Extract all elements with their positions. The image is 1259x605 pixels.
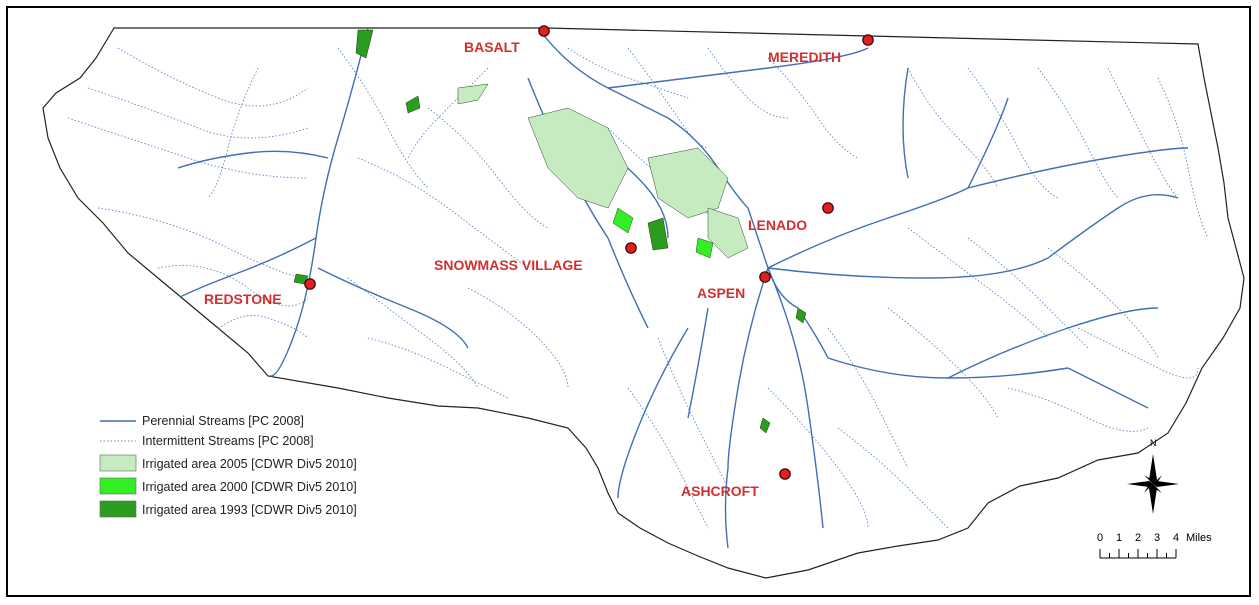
town-lenado[interactable]: LENADO (748, 202, 834, 233)
county-boundary (42, 27, 1245, 579)
irrigated-area-2005 (457, 83, 749, 259)
town-label: SNOWMASS VILLAGE (434, 257, 583, 273)
scale-bar: 0 1 2 3 4 Miles (1097, 532, 1212, 559)
town-aspen[interactable]: ASPEN (697, 271, 771, 301)
scale-unit-label: Miles (1186, 532, 1212, 544)
irrigated-2005-swatch (99, 454, 137, 472)
legend: Perennial Streams [PC 2008] Intermittent… (99, 414, 357, 518)
irrigated-area-2000 (612, 207, 714, 259)
legend-label: Irrigated area 2005 [CDWR Div5 2010] (142, 457, 357, 471)
legend-label: Irrigated area 2000 [CDWR Div5 2010] (142, 480, 357, 494)
town-meredith[interactable]: MEREDITH (768, 34, 874, 65)
town-marker (862, 34, 874, 46)
town-label: REDSTONE (204, 291, 282, 307)
town-marker (779, 468, 791, 480)
north-label: N (1150, 438, 1157, 448)
irrigated-1993-swatch (99, 500, 137, 518)
scale-tick-label: 2 (1135, 532, 1141, 544)
legend-label: Intermittent Streams [PC 2008] (142, 434, 314, 448)
intermittent-streams (67, 47, 1209, 529)
west-arrow-shape (1127, 481, 1153, 487)
south-arrow-shape (1149, 484, 1157, 514)
town-label: ASHCROFT (681, 483, 759, 499)
scale-tick-label: 0 (1097, 532, 1103, 544)
scale-bar-ruler (1099, 549, 1177, 559)
legend-item-perennial: Perennial Streams [PC 2008] (100, 414, 304, 428)
legend-label: Irrigated area 1993 [CDWR Div5 2010] (142, 503, 357, 517)
ne-arrow-shape (1153, 475, 1162, 485)
se-arrow-shape (1152, 484, 1162, 493)
map-frame: BASALT MEREDITH LENADO SNOWMASS VILLAGE … (6, 6, 1251, 597)
legend-item-irrigated-1993: Irrigated area 1993 [CDWR Div5 2010] (99, 500, 357, 518)
town-label: LENADO (748, 217, 807, 233)
scale-tick-label: 4 (1173, 532, 1179, 544)
sw-arrow-shape (1144, 483, 1153, 493)
town-snowmass-village[interactable]: SNOWMASS VILLAGE (434, 242, 637, 273)
legend-item-irrigated-2005: Irrigated area 2005 [CDWR Div5 2010] (99, 454, 357, 472)
nw-arrow-shape (1144, 475, 1154, 484)
map-canvas: BASALT MEREDITH LENADO SNOWMASS VILLAGE … (42, 25, 1245, 579)
north-arrow: N (1127, 438, 1179, 514)
legend-item-intermittent: Intermittent Streams [PC 2008] (100, 434, 314, 448)
town-marker (822, 202, 834, 214)
east-arrow-shape (1153, 481, 1179, 487)
town-redstone[interactable]: REDSTONE (204, 278, 316, 307)
town-label: ASPEN (697, 285, 745, 301)
town-marker (538, 25, 550, 37)
irrigated-2000-swatch (99, 477, 137, 495)
scale-tick-label: 3 (1154, 532, 1160, 544)
town-basalt[interactable]: BASALT (464, 25, 550, 55)
irrigated-area-1993 (293, 29, 807, 434)
town-label: BASALT (464, 39, 520, 55)
scale-tick-label: 1 (1116, 532, 1122, 544)
town-marker (625, 242, 637, 254)
legend-item-irrigated-2000: Irrigated area 2000 [CDWR Div5 2010] (99, 477, 357, 495)
legend-label: Perennial Streams [PC 2008] (142, 414, 304, 428)
town-label: MEREDITH (768, 49, 841, 65)
town-marker (759, 271, 771, 283)
town-ashcroft[interactable]: ASHCROFT (681, 468, 791, 499)
town-marker (304, 278, 316, 290)
north-arrow-shape (1149, 454, 1157, 484)
perennial-streams (177, 28, 1189, 549)
